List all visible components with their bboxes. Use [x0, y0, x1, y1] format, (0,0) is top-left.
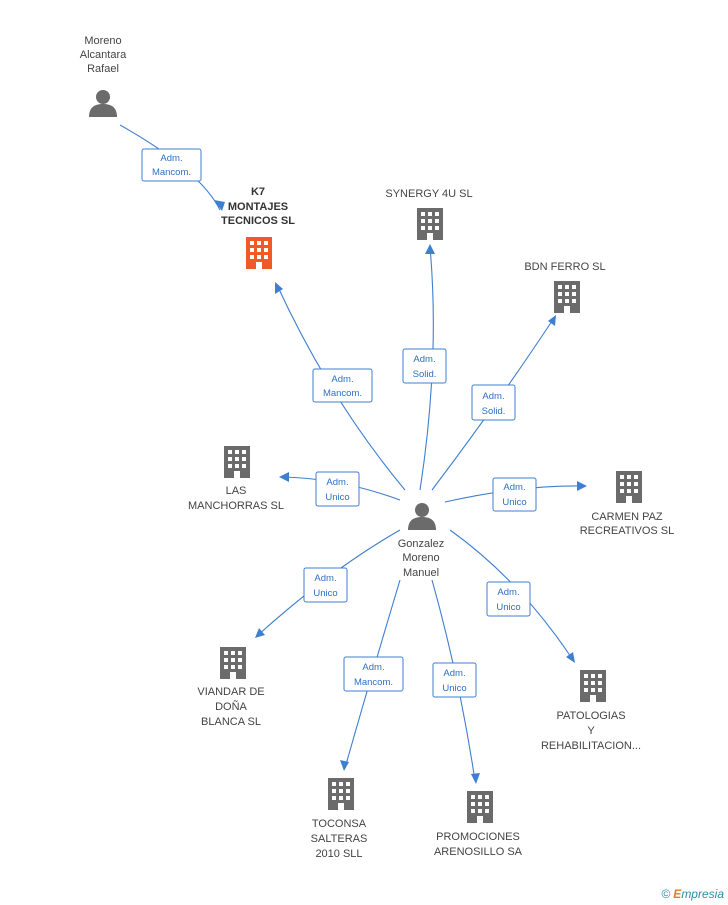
building-icon: [224, 446, 250, 478]
building-icon: [580, 670, 606, 702]
person-name-line: Manuel: [403, 567, 439, 579]
building-icon: [246, 237, 272, 269]
company-name-line: PATOLOGIAS: [556, 710, 625, 722]
rel-line: Adm.: [482, 391, 504, 402]
brand-name: mpresia: [681, 887, 724, 901]
rel-gonzalez-manchorras[interactable]: Adm. Unico: [315, 471, 360, 507]
rel-line: Adm.: [314, 573, 336, 584]
company-name-line: TECNICOS SL: [221, 215, 295, 227]
arrowheads: [214, 200, 587, 784]
brand-footer[interactable]: ©Empresia: [661, 887, 724, 901]
person-name-line: Moreno: [402, 552, 439, 564]
building-icon: [328, 778, 354, 810]
brand-initial: E: [673, 887, 682, 901]
rel-gonzalez-bdn[interactable]: Adm. Solid.: [471, 384, 516, 421]
rel-line: Adm.: [503, 482, 525, 493]
rel-gonzalez-k7[interactable]: Adm. Mancom.: [312, 368, 373, 403]
company-carmen[interactable]: CARMEN PAZ RECREATIVOS SL: [580, 471, 675, 537]
company-name-line: SYNERGY 4U SL: [385, 188, 472, 200]
company-bdn[interactable]: BDN FERRO SL: [524, 261, 606, 313]
arrow-patologias: [566, 652, 575, 663]
building-icon: [616, 471, 642, 503]
company-name-line: MANCHORRAS SL: [188, 500, 284, 512]
company-name-line: Y: [587, 725, 595, 737]
rel-line: Adm.: [326, 477, 348, 488]
rel-moreno-k7[interactable]: Adm. Mancom.: [141, 148, 202, 182]
person-moreno[interactable]: Moreno Alcantara Rafael: [80, 35, 127, 117]
building-icon: [417, 208, 443, 240]
rel-line: Adm.: [497, 587, 519, 598]
company-name-line: 2010 SLL: [315, 848, 362, 860]
rel-line: Unico: [313, 588, 337, 599]
building-icon: [220, 647, 246, 679]
rel-line: Mancom.: [323, 388, 362, 399]
arrow-synergy: [425, 244, 435, 254]
rel-line: Solid.: [482, 406, 506, 417]
building-icon: [467, 791, 493, 823]
copyright-icon: ©: [661, 887, 671, 901]
arrow-manchorras: [279, 472, 289, 482]
company-name-line: PROMOCIONES: [436, 831, 520, 843]
arrow-bdn: [548, 315, 556, 326]
rel-gonzalez-viandar[interactable]: Adm. Unico: [303, 567, 348, 603]
company-name-line: REHABILITACION...: [541, 740, 641, 752]
company-name-line: RECREATIVOS SL: [580, 525, 675, 537]
person-name-line: Rafael: [87, 63, 119, 75]
company-k7[interactable]: K7 MONTAJES TECNICOS SL: [221, 186, 295, 269]
arrow-viandar: [255, 628, 265, 638]
company-promociones[interactable]: PROMOCIONES ARENOSILLO SA: [434, 791, 523, 858]
rel-line: Mancom.: [152, 167, 191, 178]
rel-line: Adm.: [160, 153, 182, 164]
company-synergy[interactable]: SYNERGY 4U SL: [385, 188, 473, 240]
company-name-line: TOCONSA: [312, 818, 367, 830]
rel-gonzalez-promociones[interactable]: Adm. Unico: [432, 662, 477, 698]
rel-line: Unico: [496, 602, 520, 613]
rel-line: Solid.: [413, 369, 437, 380]
building-icon: [554, 281, 580, 313]
rel-line: Adm.: [362, 662, 384, 673]
company-manchorras[interactable]: LAS MANCHORRAS SL: [188, 446, 284, 512]
arrow-promociones: [471, 773, 480, 784]
person-gonzalez[interactable]: Gonzalez Moreno Manuel: [398, 503, 444, 579]
arrow-toconsa: [340, 760, 349, 771]
rel-line: Unico: [325, 492, 349, 503]
arrow-carmen: [577, 481, 587, 491]
company-name-line: LAS: [226, 485, 247, 497]
person-name-line: Gonzalez: [398, 538, 444, 550]
company-viandar[interactable]: VIANDAR DE DOÑA BLANCA SL: [197, 647, 265, 728]
arrow-k7-top: [214, 200, 225, 211]
person-name-line: Alcantara: [80, 49, 127, 61]
rel-gonzalez-carmen[interactable]: Adm. Unico: [492, 477, 537, 512]
rel-line: Adm.: [331, 374, 353, 385]
person-name-line: Moreno: [84, 35, 121, 47]
company-name-line: BLANCA SL: [201, 716, 261, 728]
company-name-line: MONTAJES: [228, 201, 288, 213]
relation-labels: Adm. Mancom. Adm. Mancom. Adm. Solid. Ad…: [141, 148, 537, 698]
person-icon: [408, 503, 436, 530]
rel-line: Unico: [442, 683, 466, 694]
rel-line: Adm.: [413, 354, 435, 365]
company-name-line: DOÑA: [215, 700, 247, 713]
company-name-line: CARMEN PAZ: [591, 511, 663, 523]
company-name-line: VIANDAR DE: [197, 686, 264, 698]
person-icon: [89, 90, 117, 117]
rel-line: Unico: [502, 497, 526, 508]
company-name-line: ARENOSILLO SA: [434, 846, 523, 858]
rel-gonzalez-synergy[interactable]: Adm. Solid.: [402, 348, 447, 384]
company-name-line: BDN FERRO SL: [524, 261, 605, 273]
rel-line: Mancom.: [354, 677, 393, 688]
rel-gonzalez-patologias[interactable]: Adm. Unico: [486, 581, 531, 617]
rel-gonzalez-toconsa[interactable]: Adm. Mancom.: [343, 656, 404, 692]
rel-line: Adm.: [443, 668, 465, 679]
arrow-k7: [275, 282, 283, 294]
company-name-line: K7: [251, 186, 265, 198]
company-patologias[interactable]: PATOLOGIAS Y REHABILITACION...: [541, 670, 641, 752]
company-name-line: SALTERAS: [311, 833, 368, 845]
company-toconsa[interactable]: TOCONSA SALTERAS 2010 SLL: [311, 778, 368, 860]
